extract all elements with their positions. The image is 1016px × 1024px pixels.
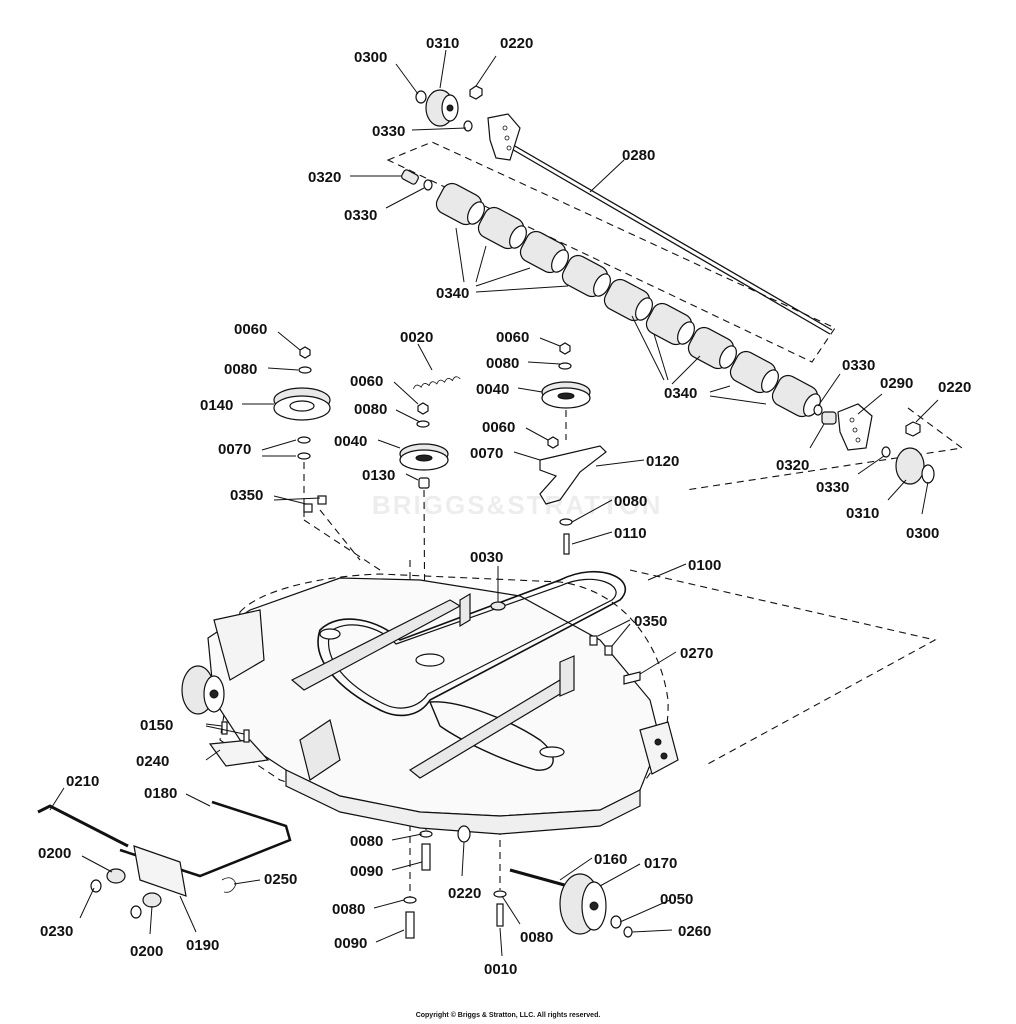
deck-hardware	[208, 495, 641, 767]
spring	[412, 376, 461, 390]
deck-to-roller-dashed-line	[629, 569, 937, 766]
callout-0210: 0210	[66, 773, 99, 790]
gauge-wheel	[457, 825, 633, 938]
callout-0320: 0320	[776, 457, 809, 474]
callout-0110: 0110	[614, 525, 647, 542]
callout-0080: 0080	[614, 493, 647, 510]
callout-0310: 0310	[846, 505, 879, 522]
callout-0080: 0080	[224, 361, 257, 378]
callout-0270: 0270	[680, 645, 713, 662]
callout-0040: 0040	[476, 381, 509, 398]
callout-0070: 0070	[218, 441, 251, 458]
callout-0290: 0290	[880, 375, 913, 392]
callout-0220: 0220	[938, 379, 971, 396]
callout-0200: 0200	[130, 943, 163, 960]
callout-0230: 0230	[40, 923, 73, 940]
roller-set	[435, 182, 821, 418]
roller	[435, 182, 485, 226]
roller	[729, 350, 779, 394]
upper-wheel	[415, 89, 459, 127]
callout-0240: 0240	[136, 753, 169, 770]
upper-bracket	[463, 85, 521, 161]
callout-0160: 0160	[594, 851, 627, 868]
right-bracket	[813, 403, 873, 451]
callout-0030: 0030	[470, 549, 503, 566]
callout-0340: 0340	[664, 385, 697, 402]
callout-0080: 0080	[520, 929, 553, 946]
callout-0260: 0260	[678, 923, 711, 940]
roller-to-deck-dashed-line	[685, 407, 964, 491]
callout-0070: 0070	[470, 445, 503, 462]
callout-0060: 0060	[482, 419, 515, 436]
copyright-notice: Copyright © Briggs & Stratton, LLC. All …	[415, 1012, 601, 1019]
roller	[603, 278, 653, 322]
callout-0200: 0200	[38, 845, 71, 862]
callout-0100: 0100	[688, 557, 721, 574]
callout-0220: 0220	[500, 35, 533, 52]
callout-0330: 0330	[344, 207, 377, 224]
callout-0310: 0310	[426, 35, 459, 52]
callout-0150: 0150	[140, 717, 173, 734]
callout-0080: 0080	[354, 401, 387, 418]
roller	[645, 302, 695, 346]
callout-0330: 0330	[842, 357, 875, 374]
callout-0130: 0130	[362, 467, 395, 484]
callout-0300: 0300	[906, 525, 939, 542]
callout-0350: 0350	[634, 613, 667, 630]
callout-0330: 0330	[372, 123, 405, 140]
callout-0140: 0140	[200, 397, 233, 414]
callout-0180: 0180	[144, 785, 177, 802]
callout-0090: 0090	[350, 863, 383, 880]
right-pulley-stack	[541, 342, 591, 409]
callout-0120: 0120	[646, 453, 679, 470]
roller	[477, 206, 527, 250]
callout-0250: 0250	[264, 871, 297, 888]
mower-deck	[181, 570, 679, 835]
leader-lines	[49, 49, 939, 957]
upper-spacer	[401, 169, 433, 191]
center-pulley-stack	[399, 402, 449, 489]
callout-0060: 0060	[496, 329, 529, 346]
callout-0330: 0330	[816, 479, 849, 496]
roller-shaft	[507, 141, 833, 335]
callout-0020: 0020	[400, 329, 433, 346]
lift-handle	[37, 800, 292, 919]
right-wheel	[881, 421, 935, 485]
roller-assembly-outline	[386, 141, 836, 363]
callout-0080: 0080	[486, 355, 519, 372]
left-pulley-stack	[273, 346, 331, 460]
callout-0040: 0040	[334, 433, 367, 450]
callout-0350: 0350	[230, 487, 263, 504]
callout-0340: 0340	[436, 285, 469, 302]
idler-arm	[539, 436, 607, 555]
callout-0090: 0090	[334, 935, 367, 952]
callout-0280: 0280	[622, 147, 655, 164]
roller	[687, 326, 737, 370]
callout-labels: 0300 0310 0220 0330 0320 0330 0280 0340 …	[38, 35, 971, 978]
callout-0220: 0220	[448, 885, 481, 902]
callout-0190: 0190	[186, 937, 219, 954]
callout-0060: 0060	[350, 373, 383, 390]
roller	[519, 230, 569, 274]
callout-0080: 0080	[350, 833, 383, 850]
callout-0170: 0170	[644, 855, 677, 872]
callout-0300: 0300	[354, 49, 387, 66]
callout-0080: 0080	[332, 901, 365, 918]
callout-0320: 0320	[308, 169, 341, 186]
callout-0050: 0050	[660, 891, 693, 908]
callout-0060: 0060	[234, 321, 267, 338]
roller	[561, 254, 611, 298]
callout-0010: 0010	[484, 961, 517, 978]
